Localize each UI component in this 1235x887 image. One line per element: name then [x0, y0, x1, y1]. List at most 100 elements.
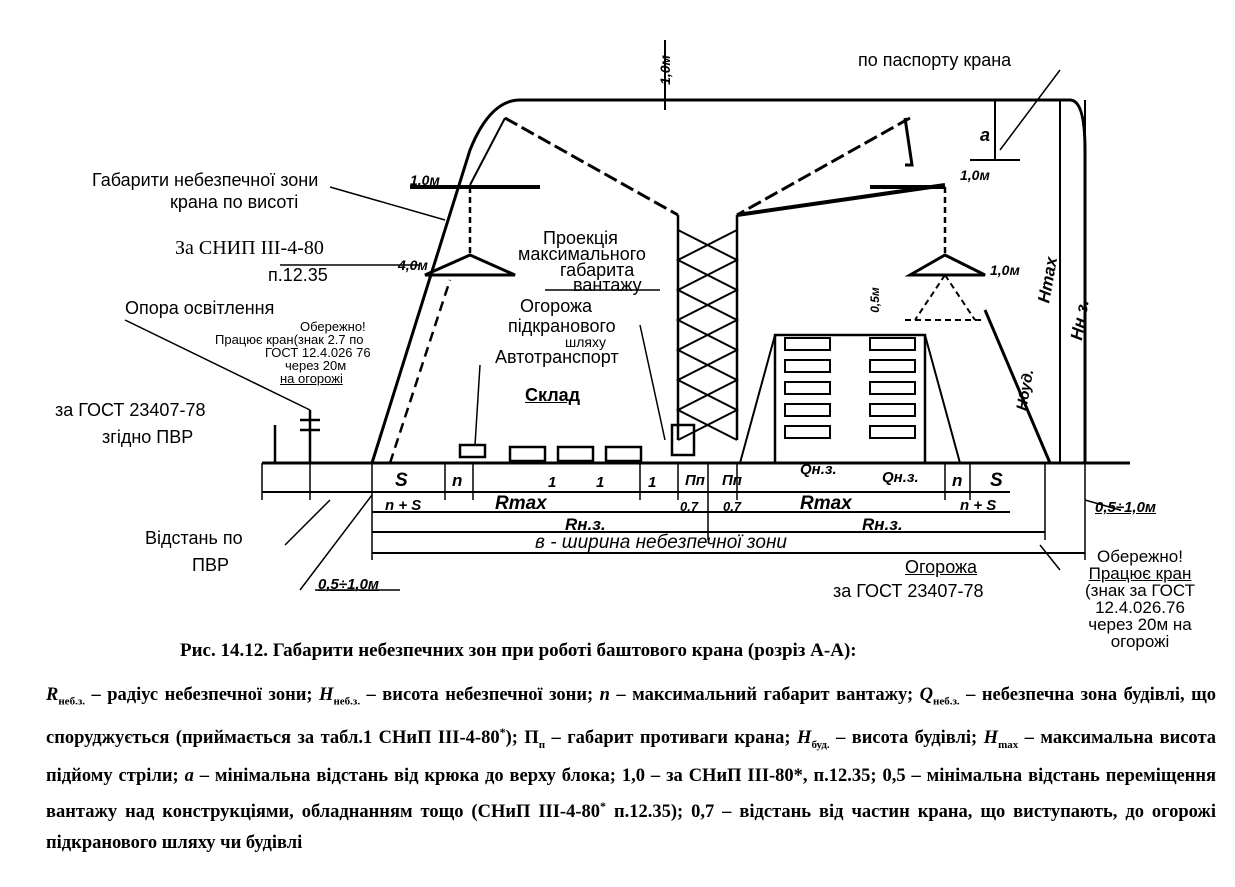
legend-a-text: – мінімальна відстань від крюка до верху…: [46, 765, 1216, 823]
legend-r-text: – радіус небезпечної зони;: [84, 685, 320, 705]
legend-q-text: – небезпечна зона будівлі, що споруджуєт…: [46, 685, 1216, 749]
label-snip-ref: За СНИП III-4-80: [175, 237, 324, 259]
legend-text-end: п.12.35); 0,7 – відстань від частин кран…: [46, 802, 1216, 853]
dim-top-1m: 1,0м: [656, 55, 673, 85]
dim-left-4m: 4,0м: [398, 257, 428, 273]
dim-s-left: S: [395, 470, 408, 491]
legend-q-symbol: Q: [919, 685, 934, 705]
label-warehouse: Склад: [525, 385, 581, 405]
dim-05-10-left: 0,5÷1,0м: [318, 576, 380, 593]
warehouse-block-1: [508, 445, 547, 463]
dim-one-3: 1: [648, 474, 657, 491]
counterweight: [670, 423, 696, 457]
label-warning-small-2: Працює кран(знак 2.7 по: [215, 332, 364, 347]
legend-hb-sub: буд.: [811, 739, 830, 752]
warning-box-line-2: Працює кран: [1088, 564, 1192, 583]
label-fence-1: Огорожа: [520, 296, 593, 316]
label-distance-pvr-2: ПВР: [192, 555, 229, 575]
dim-05-10-right: 0,5÷1,0м: [1095, 499, 1157, 516]
label-distance-pvr-1: Відстань по: [145, 528, 243, 548]
legend-hm-symbol: H: [983, 728, 999, 749]
label-danger-zone-height-line1: Габарити небезпечної зони: [92, 170, 319, 190]
label-warning-small-3: ГОСТ 12.4.026 76: [265, 345, 371, 360]
legend-h-symbol: H: [319, 685, 334, 705]
label-fence-bottom-2: за ГОСТ 23407-78: [833, 581, 984, 601]
dim-rnz-left: Rн.з.: [565, 515, 606, 534]
legend-star2: *: [600, 799, 606, 814]
legend-r-sub: неб.з.: [58, 695, 85, 708]
label-projection-4: вантажу: [573, 275, 642, 295]
warehouse-block-3: [604, 445, 643, 463]
dim-one-1: 1: [548, 474, 557, 491]
dim-pn-right: Пп: [722, 472, 742, 489]
label-fence-3: шляху: [565, 334, 606, 350]
danger-zone-right-slope: [983, 309, 1052, 464]
label-projection-2: максимального: [518, 244, 646, 264]
danger-zone-diagram: [124, 40, 1130, 591]
legend-h-sub: неб.з.: [333, 695, 361, 708]
left-load-block: [424, 253, 516, 277]
label-lighting-pole: Опора освітлення: [125, 298, 275, 318]
label-warning-small-4: через 20м: [285, 358, 347, 373]
dim-n-plus-s-right: n + S: [960, 497, 997, 514]
warning-box-line-1: Обережно!: [1097, 547, 1183, 566]
legend-p-sub: п: [538, 739, 546, 752]
legend-hb-text: – висота будівлі;: [829, 728, 984, 749]
dim-rmax-left: Rmax: [495, 493, 547, 514]
right-boom: [736, 116, 911, 217]
dim-05: 0,5м: [867, 287, 882, 313]
legend-n-text: – максимальний габарит вантажу;: [609, 685, 914, 705]
dim-07-left: 0,7: [680, 499, 699, 514]
legend-hb-symbol: H: [797, 728, 812, 749]
warning-box-line-6: огорожі: [1110, 632, 1170, 651]
label-crane-passport: по паспорту крана: [858, 50, 1012, 70]
label-danger-zone-height-line2: крана по висоті: [170, 192, 299, 212]
left-boom: [504, 116, 679, 217]
legend-p-text: – габарит противаги крана;: [545, 728, 798, 749]
dim-right-upper-1m: 1,0м: [960, 167, 990, 183]
legend-r-symbol: R: [46, 685, 59, 705]
warning-box-line-3: (знак за ГОСТ: [1084, 581, 1195, 600]
left-boom-tie: [469, 117, 506, 186]
right-boom-lower: [736, 183, 946, 217]
autotransport-shape: [458, 443, 487, 459]
legend-q-star: *: [499, 725, 506, 740]
label-warning-small-1: Обережно!: [300, 319, 366, 334]
label-projection-3: габарита: [560, 260, 635, 280]
dim-n-right: n: [952, 471, 963, 490]
right-hook: [903, 117, 914, 167]
legend-n-symbol: n: [599, 685, 610, 705]
crane-mast: [675, 215, 740, 441]
legend-h-text: – висота небезпечної зони;: [360, 685, 600, 705]
dim-rmax-right: Rmax: [800, 493, 852, 514]
legend-hm-sub: max: [998, 739, 1019, 752]
dim-07-right: 0,7: [723, 499, 742, 514]
dim-s-right: S: [990, 470, 1003, 491]
dim-rnz-right: Rн.з.: [862, 515, 903, 534]
label-warning-small-5: на огорожі: [280, 371, 343, 386]
load-projection: [905, 274, 985, 321]
label-width-danger-zone: в - ширина небезпечної зони: [535, 532, 787, 553]
warning-sign-box: Обережно! Працює кран (знак за ГОСТ 12.4…: [1050, 548, 1230, 650]
label-gost-left: за ГОСТ 23407-78: [55, 400, 206, 420]
dim-n-left: n: [452, 471, 463, 490]
figure-legend: Rнеб.з. – радіус небезпечної зони; Hнеб.…: [46, 680, 1216, 858]
legend-hm-text: – максимальна висота підйому стріли;: [46, 728, 1217, 786]
danger-zone-inner: [388, 279, 452, 464]
warning-box-line-4: 12.4.026.76: [1095, 598, 1185, 617]
label-fence-2: підкранового: [508, 316, 616, 336]
dim-left-upper-1m: 1,0м: [410, 172, 440, 188]
legend-q-text2: ); П: [505, 728, 539, 749]
label-gost-left-pvr: згідно ПВР: [102, 427, 194, 447]
label-fence-bottom-1: Огорожа: [905, 557, 978, 577]
dim-pn-left: Пп: [685, 472, 705, 489]
dim-qnz-1: Qн.з.: [800, 461, 837, 478]
label-projection-1: Проекція: [543, 228, 618, 248]
dim-one-2: 1: [596, 474, 605, 491]
building: [739, 333, 961, 465]
dim-qnz-2: Qн.з.: [882, 469, 919, 486]
legend-q-sub: неб.з.: [933, 695, 960, 708]
dim-a: a: [980, 125, 991, 145]
dim-right-mid-1m: 1,0м: [990, 262, 1020, 278]
legend-a-symbol: a: [184, 765, 194, 786]
